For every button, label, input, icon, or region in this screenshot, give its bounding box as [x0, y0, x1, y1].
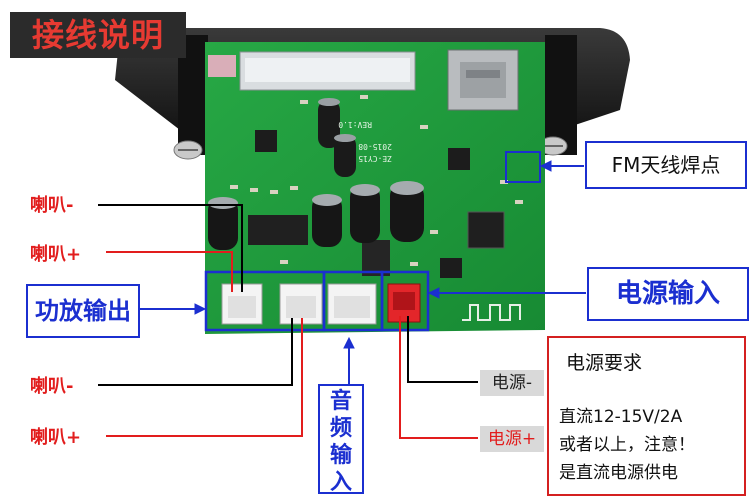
usb-port: [447, 49, 519, 111]
label-speaker-minus-top: 喇叭-: [30, 195, 74, 216]
ic-chip: [448, 148, 470, 170]
capacitor: [334, 134, 356, 177]
ic-chip: [440, 258, 462, 278]
page-title: 接线说明: [10, 12, 186, 58]
power-requirement-line-1: 直流12-15V/2A: [559, 407, 683, 427]
label-power-input: 电源输入: [587, 267, 749, 321]
leader-power-pos: [399, 316, 478, 439]
regulator: [362, 240, 390, 276]
highlight-power: [380, 270, 430, 332]
label-fm-antenna: FM天线焊点: [585, 141, 747, 189]
power-requirement-line-3: 是直流电源供电: [559, 463, 678, 483]
connector-amp-right: [279, 283, 323, 325]
connector-amp-left: [221, 283, 263, 325]
ic-chip: [248, 215, 308, 245]
label-power-negative: 电源-: [480, 370, 544, 396]
pcb-rev-text: REV:1.0: [338, 120, 372, 129]
capacitor: [350, 184, 380, 243]
leader-spk-plus-bottom: [106, 318, 303, 437]
antenna-trace: [462, 304, 521, 321]
label-amp-output: 功放输出: [26, 284, 140, 338]
power-requirements-title: 电源要求: [566, 352, 643, 374]
connector-audio-in: [327, 283, 377, 325]
connector-power: [387, 283, 421, 323]
highlight-fm: [505, 151, 541, 183]
arrow-amp-out: [138, 303, 207, 315]
pcb-date-text: 2015-08: [358, 142, 392, 151]
leader-spk-minus-top: [98, 204, 243, 292]
arrow-power-in: [427, 287, 586, 299]
leader-spk-minus-bottom: [98, 318, 293, 386]
label-speaker-minus-bottom: 喇叭-: [30, 376, 74, 397]
capacitor: [318, 98, 340, 148]
pink-connector: [208, 55, 236, 77]
panel-mount-right: [545, 35, 577, 155]
pcb-model-text: ZE-CY15: [358, 154, 392, 163]
capacitor: [390, 181, 424, 242]
label-speaker-plus-top: 喇叭+: [30, 244, 82, 265]
leader-power-neg: [407, 316, 478, 383]
capacitor: [312, 194, 342, 247]
arrow-fm: [539, 160, 584, 172]
label-power-positive: 电源+: [480, 426, 544, 452]
power-requirements-box: 电源要求 直流12-15V/2A 或者以上，注意！ 是直流电源供电: [547, 336, 746, 496]
power-requirement-line-2: 或者以上，注意！: [559, 435, 695, 455]
label-speaker-plus-bottom: 喇叭+: [30, 427, 82, 448]
ic-chip: [467, 211, 505, 249]
arrow-audio-in: [343, 336, 355, 384]
label-audio-input: 音频输入: [318, 384, 364, 495]
ic-chip: [255, 130, 277, 152]
leader-spk-plus-top: [106, 251, 233, 292]
screw-left: [173, 140, 203, 160]
